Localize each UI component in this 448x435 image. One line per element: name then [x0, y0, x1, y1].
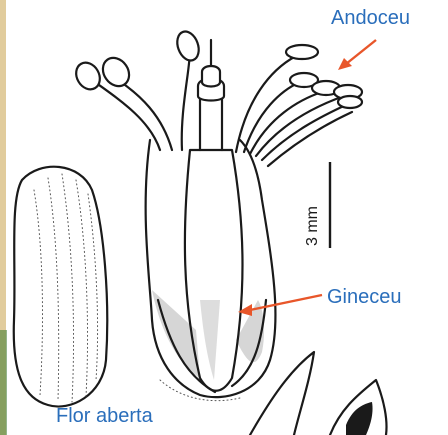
bud-fragment — [250, 352, 387, 435]
gineceu-label: Gineceu — [327, 287, 402, 307]
gineceu-arrow — [238, 295, 322, 316]
andoceu-label: Andoceu — [331, 8, 410, 28]
scale-bar-label: 3 mm — [300, 208, 326, 248]
andoceu-arrow — [338, 40, 376, 70]
petal — [14, 167, 107, 407]
scale-bar-text: 3 mm — [304, 206, 322, 246]
flor-aberta-label: Flor aberta — [56, 406, 153, 426]
left-edge-strip-lower — [0, 330, 7, 435]
